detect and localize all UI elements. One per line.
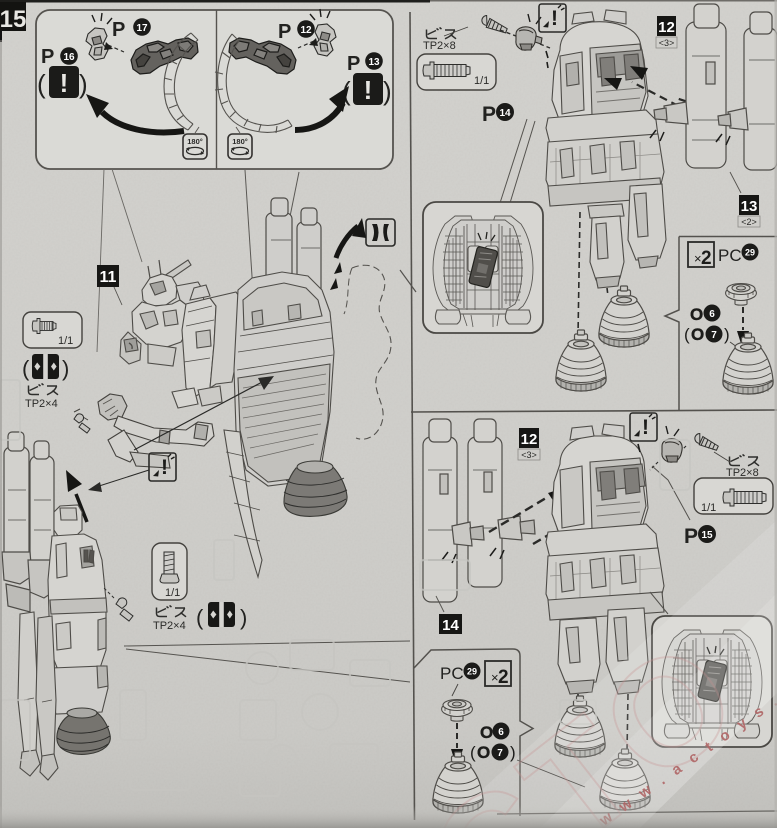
svg-text:16: 16 [63, 52, 75, 63]
svg-text:P: P [41, 46, 54, 68]
svg-text:6: 6 [498, 727, 504, 738]
svg-text:O: O [480, 723, 493, 742]
svg-text:11: 11 [100, 269, 117, 286]
svg-text:1/1: 1/1 [58, 335, 73, 347]
svg-text:(: ( [684, 325, 690, 344]
svg-text:TP2×8: TP2×8 [726, 467, 759, 479]
svg-text:7: 7 [497, 748, 503, 759]
svg-text:14: 14 [442, 617, 459, 634]
svg-text:×: × [694, 251, 702, 266]
svg-text:13: 13 [368, 57, 380, 68]
svg-text:O: O [691, 325, 704, 344]
svg-text:12: 12 [658, 19, 675, 36]
svg-text:PC: PC [718, 246, 742, 265]
svg-text:P: P [684, 525, 698, 548]
svg-text:12: 12 [300, 25, 312, 36]
svg-text:1/1: 1/1 [165, 587, 180, 599]
svg-text:!: ! [60, 68, 69, 98]
svg-text:(: ( [196, 605, 204, 630]
svg-text:TP2×8: TP2×8 [423, 40, 456, 52]
svg-text:6: 6 [709, 309, 715, 320]
svg-text:×: × [491, 670, 499, 685]
svg-text:!: ! [364, 75, 373, 105]
svg-text:P: P [347, 53, 360, 75]
svg-text:14: 14 [499, 108, 511, 119]
svg-text:): ) [383, 76, 392, 106]
svg-text:(: ( [37, 69, 46, 99]
svg-text:(: ( [470, 743, 476, 762]
svg-text:<3>: <3> [521, 450, 537, 460]
svg-text:): ) [79, 69, 88, 99]
svg-text:1/1: 1/1 [474, 75, 489, 87]
svg-text:O: O [477, 743, 490, 762]
svg-text:): ) [724, 325, 730, 344]
svg-text:7: 7 [711, 330, 717, 341]
svg-text:TP2×4: TP2×4 [153, 620, 186, 632]
svg-text:29: 29 [745, 248, 755, 258]
svg-text:TP2×4: TP2×4 [25, 398, 58, 410]
svg-text:17: 17 [136, 23, 148, 34]
svg-text:P: P [482, 103, 496, 126]
svg-text:P: P [278, 21, 291, 43]
svg-text:29: 29 [467, 667, 477, 677]
svg-text:P: P [112, 19, 125, 41]
svg-text:13: 13 [741, 198, 758, 215]
svg-text:2: 2 [701, 248, 712, 269]
svg-text:PC: PC [440, 664, 464, 683]
svg-text:O: O [690, 305, 703, 324]
svg-text:15: 15 [701, 530, 713, 541]
svg-text:2: 2 [498, 667, 509, 688]
svg-text:12: 12 [521, 431, 538, 448]
svg-text:): ) [240, 605, 247, 630]
svg-text:<2>: <2> [741, 217, 757, 227]
svg-text:): ) [510, 743, 516, 762]
svg-text:15: 15 [0, 6, 26, 33]
svg-text:): ) [62, 356, 69, 381]
svg-text:(: ( [22, 356, 30, 381]
svg-text:<3>: <3> [659, 38, 675, 48]
svg-text:1/1: 1/1 [701, 502, 716, 514]
